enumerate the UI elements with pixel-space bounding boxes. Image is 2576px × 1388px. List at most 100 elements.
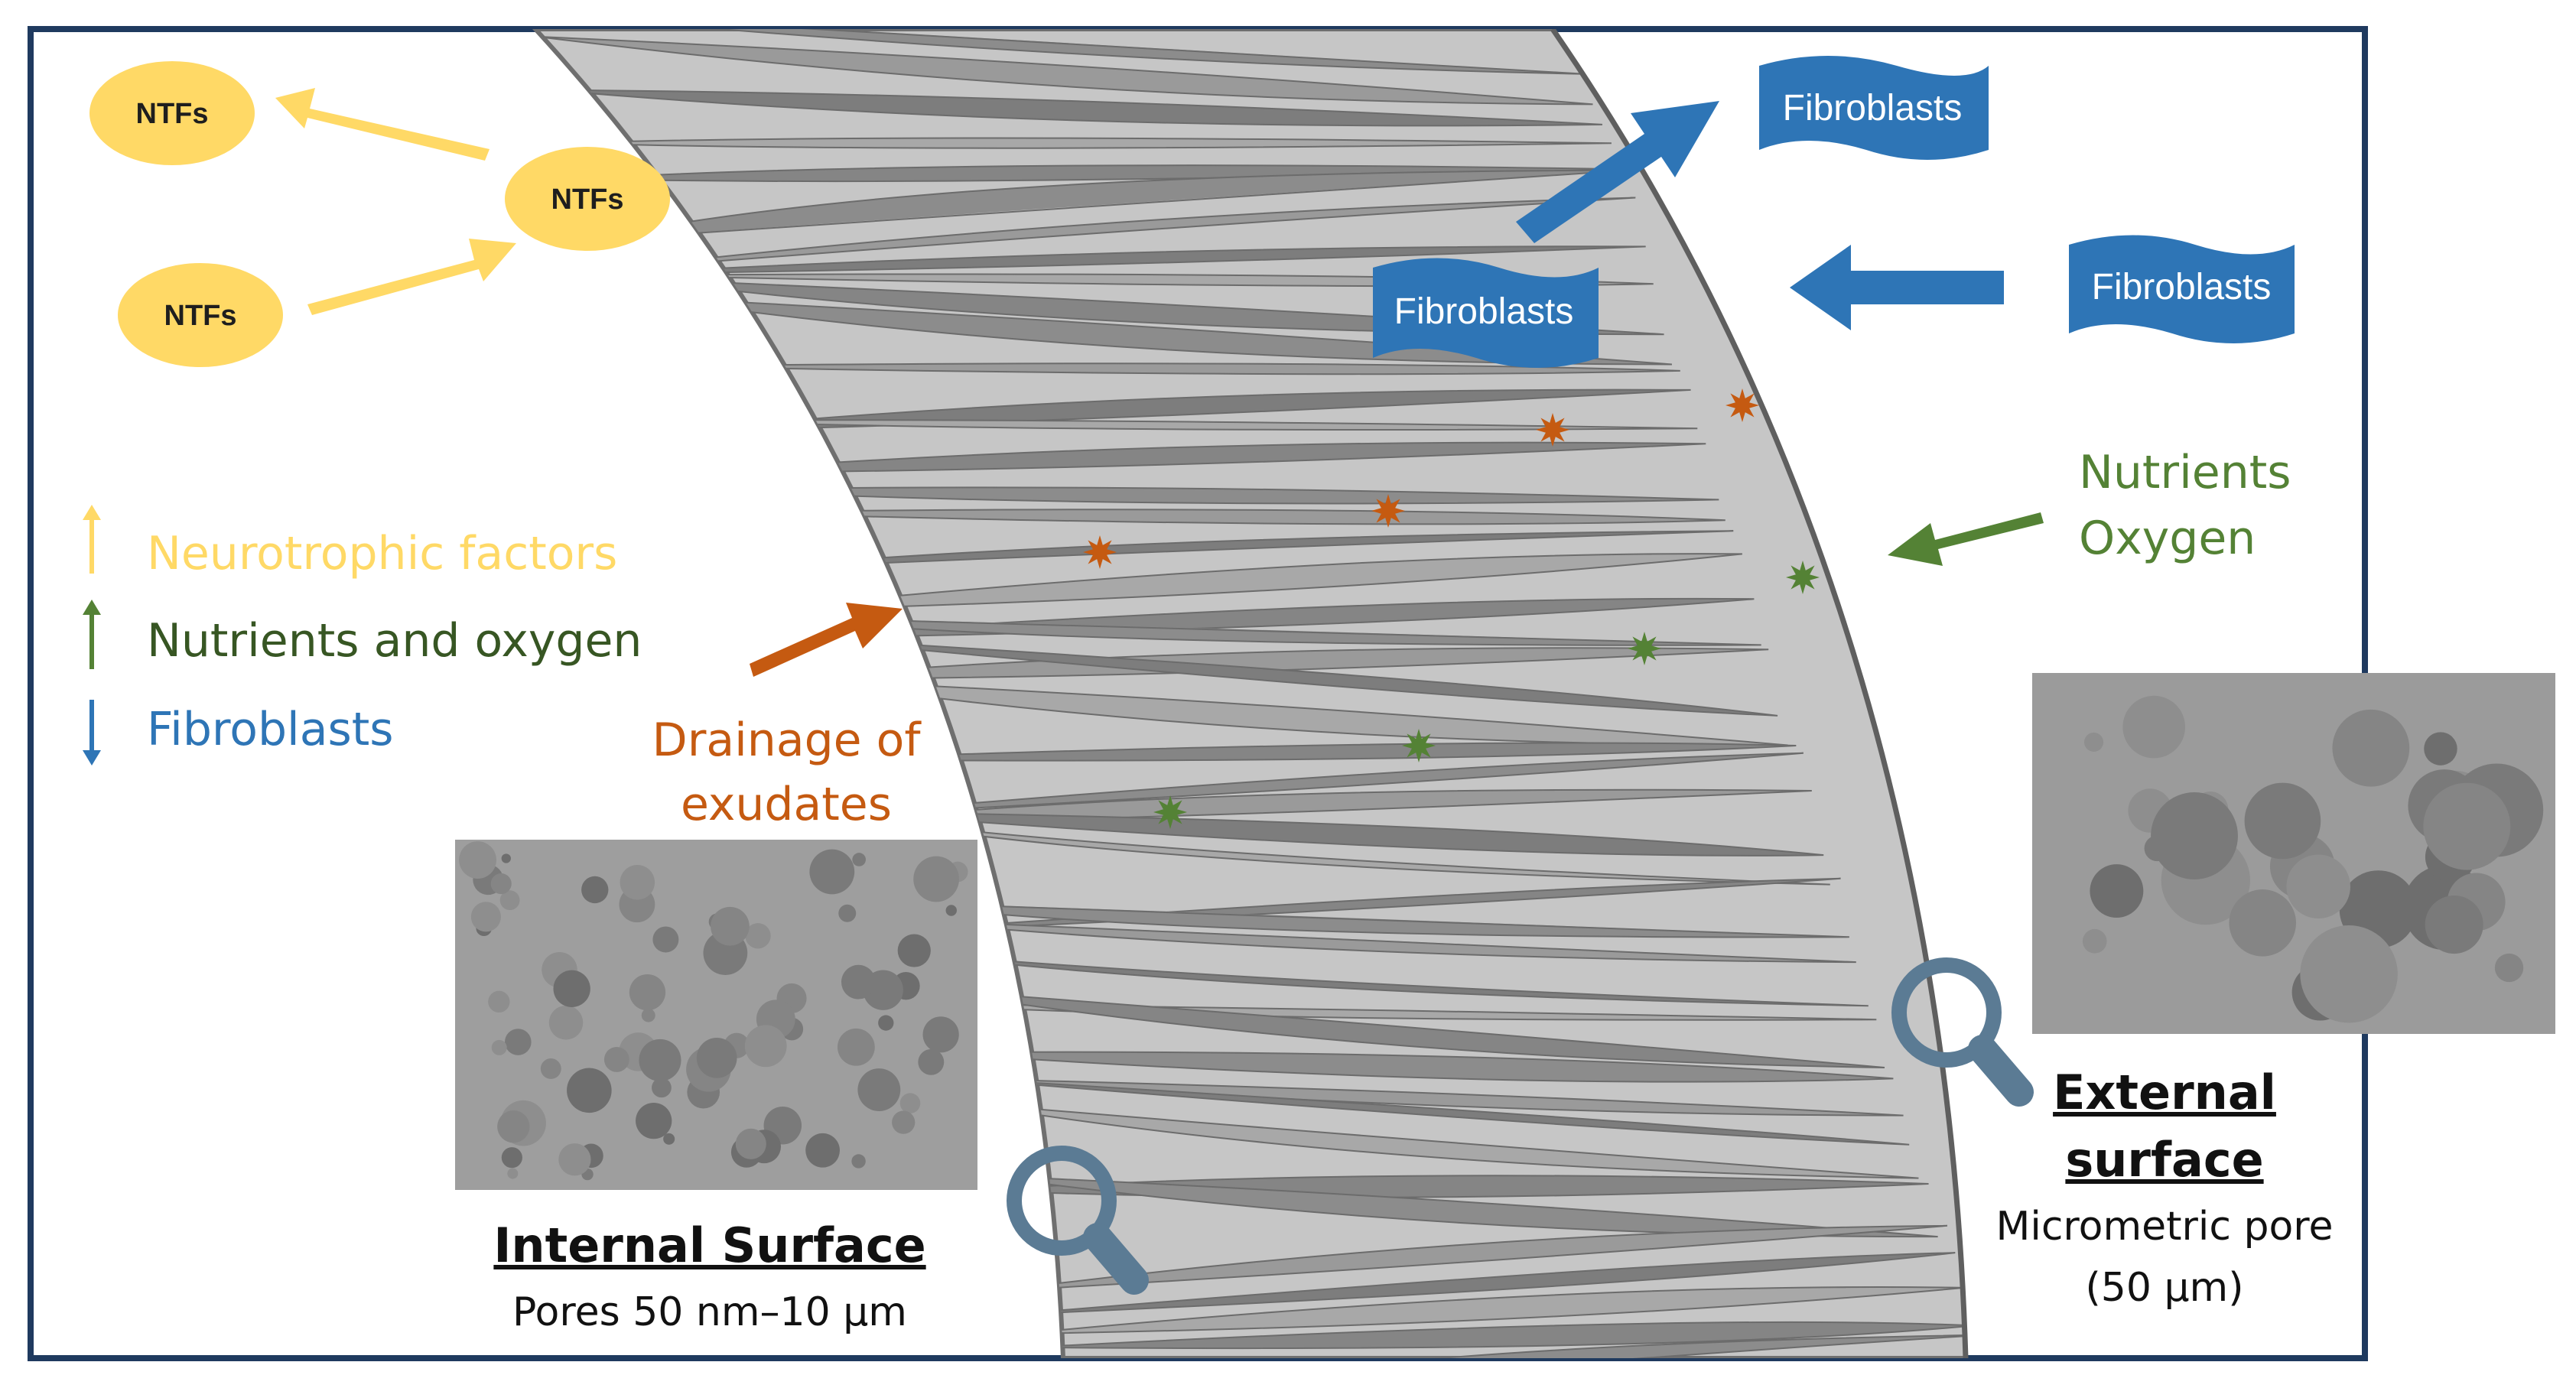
oxygen-label: Oxygen bbox=[2079, 512, 2256, 565]
drainage-label: Drainage of bbox=[652, 714, 921, 767]
wall-fiber bbox=[719, 530, 1734, 571]
pore bbox=[470, 902, 501, 932]
pore bbox=[2424, 732, 2457, 766]
external-pore-image bbox=[2032, 673, 2555, 1034]
pore bbox=[2300, 925, 2398, 1023]
ntf-label: NTFs bbox=[164, 300, 237, 332]
wall-fiber bbox=[836, 811, 1824, 857]
pore bbox=[696, 1038, 737, 1078]
wall-fiber bbox=[561, 137, 1612, 149]
wall-fiber bbox=[1007, 1252, 1956, 1316]
pore bbox=[620, 865, 655, 900]
pore bbox=[945, 905, 957, 916]
pore bbox=[2084, 732, 2104, 752]
pore bbox=[851, 1154, 866, 1169]
pore bbox=[501, 853, 511, 863]
wall-fiber bbox=[592, 197, 1636, 272]
wall-fiber bbox=[959, 1101, 1919, 1179]
fibroblast-label: Fibroblasts bbox=[1782, 88, 1963, 128]
wall-fiber bbox=[800, 742, 1797, 762]
ntf-oval bbox=[89, 61, 255, 165]
pore bbox=[2423, 782, 2511, 870]
wall-fiber bbox=[549, 89, 1602, 127]
orange-star-icon bbox=[1725, 388, 1759, 422]
pore bbox=[2090, 864, 2144, 918]
pore bbox=[899, 1093, 921, 1113]
wall-fiber bbox=[708, 509, 1725, 525]
green-star-icon bbox=[1628, 632, 1661, 665]
pore bbox=[652, 926, 679, 953]
legend-arrows bbox=[83, 505, 101, 766]
pore bbox=[507, 1168, 519, 1179]
nutrients-label: Nutrients bbox=[2079, 446, 2291, 499]
wall-fiber bbox=[894, 951, 1869, 1007]
orange-star-icon bbox=[1083, 535, 1117, 569]
pore bbox=[892, 1110, 916, 1134]
magnifier-icon bbox=[1007, 1146, 1149, 1295]
pore bbox=[2122, 695, 2186, 759]
legend-arrow-neurotrophic bbox=[83, 505, 101, 574]
external-surface-title-2: surface bbox=[2065, 1132, 2264, 1188]
pore bbox=[553, 970, 590, 1008]
fibroblast-arrow bbox=[1790, 245, 2004, 330]
wall-fiber bbox=[878, 918, 1856, 964]
pore bbox=[711, 906, 750, 946]
pore bbox=[2151, 792, 2238, 879]
pore bbox=[2494, 953, 2524, 983]
ntf-oval bbox=[118, 263, 283, 367]
wall-fiber bbox=[915, 987, 1885, 1068]
green-star-icon bbox=[1786, 561, 1820, 594]
pore bbox=[857, 1068, 901, 1111]
wall-fiber bbox=[926, 1051, 1894, 1083]
ntf-label: NTFs bbox=[551, 184, 624, 216]
ntf-arrow bbox=[307, 239, 516, 315]
pore bbox=[639, 1039, 681, 1081]
pore bbox=[497, 1110, 530, 1143]
pore bbox=[488, 990, 510, 1013]
pore bbox=[501, 1147, 522, 1169]
pore bbox=[499, 890, 520, 911]
fibroblast-banner bbox=[1759, 56, 1989, 160]
wall-fiber bbox=[605, 245, 1646, 275]
pore bbox=[838, 904, 857, 922]
wall-fiber bbox=[869, 901, 1849, 938]
pore bbox=[581, 876, 609, 904]
pore bbox=[2244, 782, 2321, 860]
wall-fiber bbox=[776, 635, 1778, 717]
pore bbox=[558, 1143, 591, 1176]
pore bbox=[663, 1133, 675, 1145]
internal-surface-title: Internal Surface bbox=[493, 1217, 926, 1273]
wall-fiber bbox=[809, 752, 1804, 818]
fibroblast-label: Fibroblasts bbox=[2091, 267, 2272, 307]
wall-fiber bbox=[730, 553, 1742, 613]
pore bbox=[805, 1133, 840, 1168]
legend-arrow-fibroblasts bbox=[83, 700, 101, 766]
diffusion-markers bbox=[1083, 388, 1820, 829]
green-star-icon bbox=[1153, 795, 1187, 829]
wall-fiber bbox=[947, 1077, 1910, 1146]
ntf-oval bbox=[505, 147, 670, 251]
wall-fiber bbox=[844, 816, 1830, 886]
orange-star-icon bbox=[1536, 413, 1569, 447]
wall-fiber bbox=[1029, 1321, 1966, 1350]
legend-arrow-nutrients bbox=[83, 600, 101, 669]
pore bbox=[504, 1029, 532, 1055]
pore bbox=[2082, 928, 2107, 954]
pore bbox=[735, 1128, 766, 1159]
pore bbox=[2332, 709, 2410, 787]
pore bbox=[841, 964, 876, 1000]
pore bbox=[852, 853, 866, 866]
ntf-arrow bbox=[275, 88, 490, 161]
wall-fiber bbox=[672, 419, 1698, 431]
pore bbox=[878, 1015, 894, 1031]
pore bbox=[2425, 895, 2483, 954]
external-surface-title: External bbox=[2053, 1065, 2276, 1120]
pore bbox=[745, 923, 771, 949]
nutrients-arrow bbox=[1888, 512, 2044, 566]
pore bbox=[459, 841, 496, 879]
pore bbox=[837, 1028, 875, 1066]
pore bbox=[603, 1046, 629, 1072]
legend-neurotrophic: Neurotrophic factors bbox=[147, 527, 618, 580]
ntf-label: NTFs bbox=[135, 98, 209, 130]
